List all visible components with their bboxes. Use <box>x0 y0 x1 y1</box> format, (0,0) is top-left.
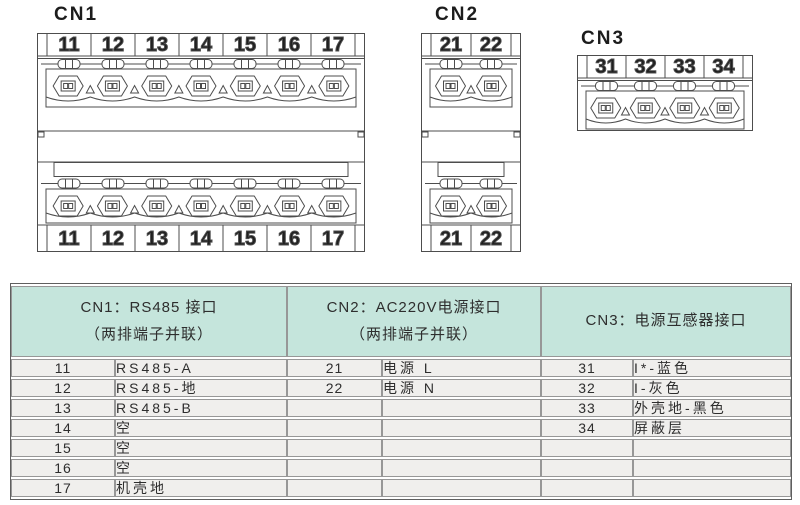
terminal-number: 14 <box>190 228 213 250</box>
pin-assignment-table: CN1：RS485 接口 （两排端子并联） CN2：AC220V电源接口 （两排端子并… <box>11 284 792 499</box>
terminal-number: 13 <box>146 34 168 56</box>
pin-table-header-cn3: CN3：电源互感器接口 <box>541 286 792 357</box>
pin-desc-cell-cn3: 外壳地-黑色 <box>633 399 792 417</box>
terminal-number: 31 <box>595 56 617 78</box>
terminal-number: 33 <box>673 56 695 78</box>
connector-cn1-label: CN1 <box>54 4 99 25</box>
terminal-number: 21 <box>440 228 462 250</box>
connector-cn3-drawing: 31 32 33 34 <box>577 55 753 131</box>
pin-number-cell-cn2 <box>287 419 383 437</box>
pin-number-cell-cn3 <box>541 439 634 457</box>
pin-desc-cell-cn2 <box>382 439 542 457</box>
pin-number-cell-cn1: 13 <box>11 399 115 417</box>
pin-desc-cell-cn3: 屏蔽层 <box>633 419 792 437</box>
pin-desc-cell-cn2 <box>382 419 542 437</box>
terminal-number: 14 <box>190 34 213 56</box>
terminal-number: 11 <box>58 34 79 56</box>
terminal-number: 17 <box>322 34 344 56</box>
terminal-number: 15 <box>234 34 256 56</box>
section-title: CN3：电源互感器接口 <box>585 312 747 330</box>
section-subtitle: （两排端子并联） <box>350 325 479 343</box>
pin-number-cell-cn3 <box>541 479 634 497</box>
pin-desc-cell-cn2 <box>382 399 542 417</box>
pin-number-cell-cn2 <box>287 479 383 497</box>
pin-number-cell-cn1: 12 <box>11 379 115 397</box>
pin-number-cell-cn2 <box>287 459 383 477</box>
pin-desc-cell-cn2: 电源 N <box>382 379 542 397</box>
terminal-number: 34 <box>712 56 735 78</box>
terminal-number: 16 <box>278 34 300 56</box>
pin-number-cell-cn2 <box>287 439 383 457</box>
pin-number-cell-cn3: 34 <box>541 419 634 437</box>
pin-table: CN1：RS485 接口 （两排端子并联） CN2：AC220V电源接口 （两排端子并… <box>10 283 792 500</box>
terminal-number: 32 <box>634 56 656 78</box>
terminal-number: 11 <box>58 228 79 250</box>
pin-desc-cell-cn1: 空 <box>115 419 288 437</box>
section-subtitle: （两排端子并联） <box>85 325 214 343</box>
pin-desc-cell-cn2: 电源 L <box>382 359 542 377</box>
pin-table-header-cn1: CN1：RS485 接口 （两排端子并联） <box>11 286 288 357</box>
terminal-number: 12 <box>102 228 124 250</box>
pin-desc-cell-cn1: 机壳地 <box>115 479 288 497</box>
terminal-number: 17 <box>322 228 344 250</box>
connector-cn2-drawing: 21 22 21 22 <box>421 33 521 252</box>
pin-number-cell-cn1: 11 <box>11 359 115 377</box>
pin-number-cell-cn3: 31 <box>541 359 634 377</box>
connector-cn3-label: CN3 <box>581 28 626 49</box>
pin-desc-cell-cn1: 空 <box>115 439 288 457</box>
pin-desc-cell-cn1: RS485-A <box>115 359 288 377</box>
terminal-number: 15 <box>234 228 256 250</box>
terminal-number: 22 <box>480 228 502 250</box>
terminal-number: 21 <box>440 34 462 56</box>
pin-number-cell-cn2: 22 <box>287 379 383 397</box>
pin-desc-cell-cn2 <box>382 459 542 477</box>
pin-number-cell-cn1: 14 <box>11 419 115 437</box>
connector-cn2-label: CN2 <box>435 4 480 25</box>
pin-desc-cell-cn1: 空 <box>115 459 288 477</box>
pin-number-cell-cn3 <box>541 459 634 477</box>
section-title: CN1：RS485 接口 <box>80 299 218 317</box>
terminal-number: 22 <box>480 34 502 56</box>
terminal-number: 13 <box>146 228 168 250</box>
pin-desc-cell-cn3: I-灰色 <box>633 379 792 397</box>
pin-number-cell-cn2: 21 <box>287 359 383 377</box>
terminal-number: 12 <box>102 34 124 56</box>
section-title: CN2：AC220V电源接口 <box>326 299 502 317</box>
pin-number-cell-cn3: 32 <box>541 379 634 397</box>
pin-desc-cell-cn1: RS485-B <box>115 399 288 417</box>
pin-number-cell-cn2 <box>287 399 383 417</box>
pin-desc-cell-cn1: RS485-地 <box>115 379 288 397</box>
pin-desc-cell-cn2 <box>382 479 542 497</box>
pin-desc-cell-cn3: I*-蓝色 <box>633 359 792 377</box>
pin-number-cell-cn1: 16 <box>11 459 115 477</box>
connector-cn1-drawing: 11 12 13 14 15 16 17 11 12 13 14 15 16 17 <box>37 33 365 252</box>
pin-number-cell-cn3: 33 <box>541 399 634 417</box>
pin-table-header-cn2: CN2：AC220V电源接口 （两排端子并联） <box>287 286 542 357</box>
pin-number-cell-cn1: 17 <box>11 479 115 497</box>
pin-desc-cell-cn3 <box>633 479 792 497</box>
pin-desc-cell-cn3 <box>633 459 792 477</box>
pin-desc-cell-cn3 <box>633 439 792 457</box>
pin-number-cell-cn1: 15 <box>11 439 115 457</box>
terminal-number: 16 <box>278 228 300 250</box>
